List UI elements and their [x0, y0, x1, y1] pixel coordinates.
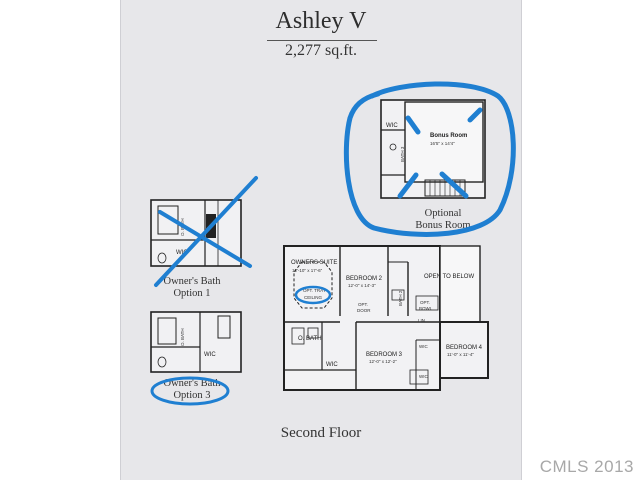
second-floor-plan: [283, 245, 489, 391]
owners-suite-label: OWNERS SUITE: [291, 260, 337, 266]
bedroom-3-label: BEDROOM 3: [366, 352, 403, 358]
bonus-room-name: Bonus Room: [430, 133, 467, 139]
owners-suite-dims: 12'-10" x 17'-6": [292, 268, 323, 273]
open-to-below-label: OPEN TO BELOW: [424, 274, 474, 280]
opt-bowl-label-2: BOWL: [419, 306, 433, 311]
square-footage: 2,277 sq.ft.: [285, 42, 357, 59]
bath-option-3-wic-label: WIC: [204, 352, 216, 358]
linen-label: LIN: [418, 318, 425, 323]
plan-title: Ashley V: [275, 8, 367, 34]
title-underline: [267, 40, 377, 41]
bath-option-1-label: Owner's Bath Option 1: [163, 276, 221, 299]
blue-oval-markup: [150, 376, 230, 406]
bath-option-3-label: Owner's Bath Option 3: [163, 378, 221, 401]
bedroom-3-dims: 12'-0" x 12'-2": [369, 359, 397, 364]
bath-2-label: BATH 2: [398, 290, 403, 306]
watermark: CMLS 2013: [539, 457, 634, 476]
bath-option-1-wic-label: WIC: [176, 250, 188, 256]
bonus-wic-label: WIC: [386, 123, 398, 129]
tray-ceiling-label-1: OPT. TRAY: [303, 288, 326, 293]
bath-option-3-bath-label: O. BATH: [180, 328, 185, 346]
second-floor-label: Second Floor: [280, 425, 362, 441]
bedroom-4-wic-label-a: WIC: [419, 344, 428, 349]
x-markup-icon: [154, 176, 258, 287]
bedroom-2-label: BEDROOM 2: [346, 276, 383, 282]
bedroom-4-dims: 11'-0" x 11'-4": [447, 352, 474, 357]
blue-circle-markup: [343, 81, 516, 237]
blue-ceiling-markup: [294, 285, 332, 305]
bonus-option-label: Optional Bonus Room: [415, 208, 471, 231]
bonus-room-dims: 16'5" x 14'4": [430, 141, 455, 146]
bonus-bath-label: BATH 3: [400, 146, 405, 162]
bedroom-2-dims: 12'-0" x 14'-3": [348, 283, 376, 288]
main-wic-label: WIC: [326, 362, 338, 368]
bedroom-4-wic-label-b: WIC: [419, 374, 428, 379]
bonus-room-plan: [380, 99, 486, 199]
bath-option-3-plan: [150, 311, 242, 373]
opt-door-label-1: OPT.: [358, 302, 368, 307]
opt-door-label-2: DOOR: [357, 308, 371, 313]
opt-bowl-label-1: OPT.: [420, 300, 430, 305]
bedroom-4-label: BEDROOM 4: [446, 345, 483, 351]
owners-bath-label: O. BATH: [298, 336, 322, 342]
tray-ceiling-label-2: CEILING: [304, 295, 323, 300]
